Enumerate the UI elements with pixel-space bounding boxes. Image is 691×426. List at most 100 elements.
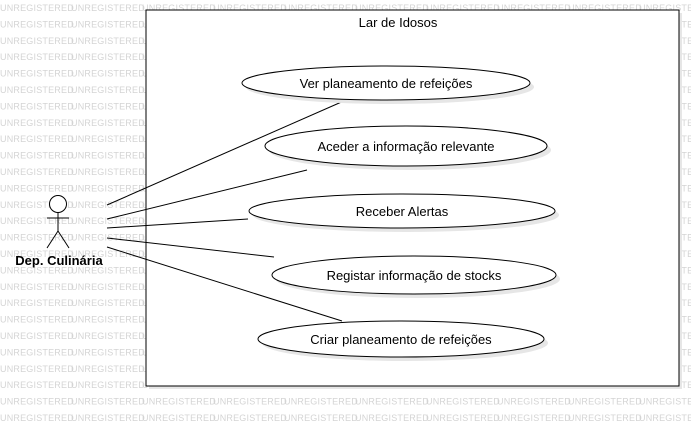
use-case-label: Registar informação de stocks xyxy=(327,268,502,283)
watermark-text: UNREGISTERED xyxy=(355,3,429,13)
watermark-text: UNREGISTERED xyxy=(213,397,287,407)
watermark-text: UNREGISTERED xyxy=(71,347,145,357)
watermark-text: UNREGISTERED xyxy=(71,233,145,243)
watermark-text: UNREGISTERED xyxy=(71,216,145,226)
watermark-text: UNREGISTERED xyxy=(497,3,571,13)
use-case-ellipse xyxy=(241,65,531,101)
watermark-text: UNREGISTERED xyxy=(142,397,216,407)
watermark-text: UNREGISTERED xyxy=(71,3,145,13)
watermark-text: UNREGISTERED xyxy=(0,233,74,243)
watermark-text: UNREGISTERED xyxy=(0,36,74,46)
watermark-text: UNREGISTERED xyxy=(0,315,74,325)
watermark-text: UNREGISTERED xyxy=(0,249,74,259)
watermark-text: UNREGISTERED xyxy=(71,151,145,161)
watermark-text: UNREGISTERED xyxy=(71,85,145,95)
watermark-text: UNREGISTERED xyxy=(213,413,287,423)
watermark-text: UNREGISTERED xyxy=(0,413,74,423)
watermark-text: UNREGISTERED xyxy=(284,3,358,13)
watermark-text: UNREGISTERED xyxy=(71,69,145,79)
watermark-text: UNREGISTERED xyxy=(0,151,74,161)
use-case-label: Ver planeamento de refeições xyxy=(300,76,473,91)
associations xyxy=(106,99,347,322)
watermark-text: UNREGISTERED xyxy=(0,397,74,407)
actor-dep-culinaria[interactable]: Dep. Culinária xyxy=(15,195,103,269)
watermark-text: UNREGISTERED xyxy=(0,134,74,144)
watermark-text: UNREGISTERED xyxy=(71,380,145,390)
watermark-text: UNREGISTERED xyxy=(0,19,74,29)
watermark-text: UNREGISTERED xyxy=(71,397,145,407)
watermark-text: UNREGISTERED xyxy=(639,413,691,423)
watermark-text: UNREGISTERED xyxy=(71,118,145,128)
watermark-text: UNREGISTERED xyxy=(142,3,216,13)
watermark-text: UNREGISTERED xyxy=(568,3,642,13)
watermark-text: UNREGISTERED xyxy=(0,101,74,111)
watermark-text: UNREGISTERED xyxy=(0,118,74,128)
watermark-text: UNREGISTERED xyxy=(71,167,145,177)
watermark-text: UNREGISTERED xyxy=(355,397,429,407)
watermark-text: UNREGISTERED xyxy=(0,3,74,13)
use-case-ellipse xyxy=(248,193,556,229)
watermark-text: UNREGISTERED xyxy=(71,364,145,374)
watermark-text: UNREGISTERED xyxy=(284,413,358,423)
watermark-text: UNREGISTERED xyxy=(0,167,74,177)
watermark-text: UNREGISTERED xyxy=(71,183,145,193)
watermark-text: UNREGISTERED xyxy=(0,331,74,341)
watermark-text: UNREGISTERED xyxy=(0,216,74,226)
watermark-text: UNREGISTERED xyxy=(0,183,74,193)
association-line xyxy=(106,246,343,322)
watermark-text: UNREGISTERED xyxy=(0,200,74,210)
system-title: Lar de Idosos xyxy=(359,15,438,30)
watermark-text: UNREGISTERED xyxy=(426,413,500,423)
watermark-text: UNREGISTERED xyxy=(71,298,145,308)
watermark-text: UNREGISTERED xyxy=(71,282,145,292)
watermark-text: UNREGISTERED xyxy=(639,397,691,407)
watermark-text: UNREGISTERED xyxy=(71,413,145,423)
association-line xyxy=(106,237,275,258)
actor-name: Dep. Culinária xyxy=(15,253,103,268)
watermark-text: UNREGISTERED xyxy=(0,347,74,357)
use-case-ver-planeamento[interactable]: Ver planeamento de refeições xyxy=(241,65,534,104)
use-case-label: Aceder a informação relevante xyxy=(317,139,494,154)
use-case-aceder-informacao[interactable]: Aceder a informação relevante xyxy=(264,125,551,170)
use-case-criar-planeamento[interactable]: Criar planeamento de refeições xyxy=(257,320,548,361)
use-case-label: Criar planeamento de refeições xyxy=(310,332,492,347)
use-case-label: Receber Alertas xyxy=(356,204,449,219)
watermark-text: UNREGISTERED xyxy=(0,265,74,275)
association-line xyxy=(106,99,347,206)
association-line xyxy=(106,218,249,229)
watermark-text: UNREGISTERED xyxy=(0,282,74,292)
use-case-ellipse xyxy=(264,125,548,167)
watermark-text: UNREGISTERED xyxy=(71,52,145,62)
watermark-text: UNREGISTERED xyxy=(568,413,642,423)
watermark-text: UNREGISTERED xyxy=(0,364,74,374)
use-case-receber-alertas[interactable]: Receber Alertas xyxy=(248,193,559,232)
watermark-text: UNREGISTERED xyxy=(71,36,145,46)
watermark-text: UNREGISTERED xyxy=(0,85,74,95)
watermark-text: UNREGISTERED xyxy=(426,397,500,407)
watermark-text: UNREGISTERED xyxy=(568,397,642,407)
use-case-ellipse xyxy=(257,320,545,358)
watermark-text: UNREGISTERED xyxy=(0,52,74,62)
actor-stick-figure-icon xyxy=(46,195,70,249)
watermark-text: UNREGISTERED xyxy=(284,397,358,407)
watermark-text: UNREGISTERED xyxy=(71,134,145,144)
watermark-text: UNREGISTERED xyxy=(497,397,571,407)
use-case-ellipse xyxy=(271,255,557,295)
use-case-registar-stocks[interactable]: Registar informação de stocks xyxy=(271,255,560,298)
watermark-text: UNREGISTERED xyxy=(0,298,74,308)
watermark-text: UNREGISTERED xyxy=(0,69,74,79)
watermark-text: UNREGISTERED xyxy=(71,331,145,341)
watermark-text: UNREGISTERED xyxy=(213,3,287,13)
watermark-text: UNREGISTERED xyxy=(355,413,429,423)
watermark-text: UNREGISTERED xyxy=(71,315,145,325)
watermark-text: UNREGISTERED xyxy=(497,413,571,423)
watermark-text: UNREGISTERED xyxy=(142,413,216,423)
watermark-text: UNREGISTERED xyxy=(0,380,74,390)
association-line xyxy=(106,169,308,220)
watermark-text: UNREGISTERED xyxy=(426,3,500,13)
watermark-text: UNREGISTERED xyxy=(71,249,145,259)
watermark-text: UNREGISTERED xyxy=(71,19,145,29)
watermark-text: UNREGISTERED xyxy=(639,3,691,13)
